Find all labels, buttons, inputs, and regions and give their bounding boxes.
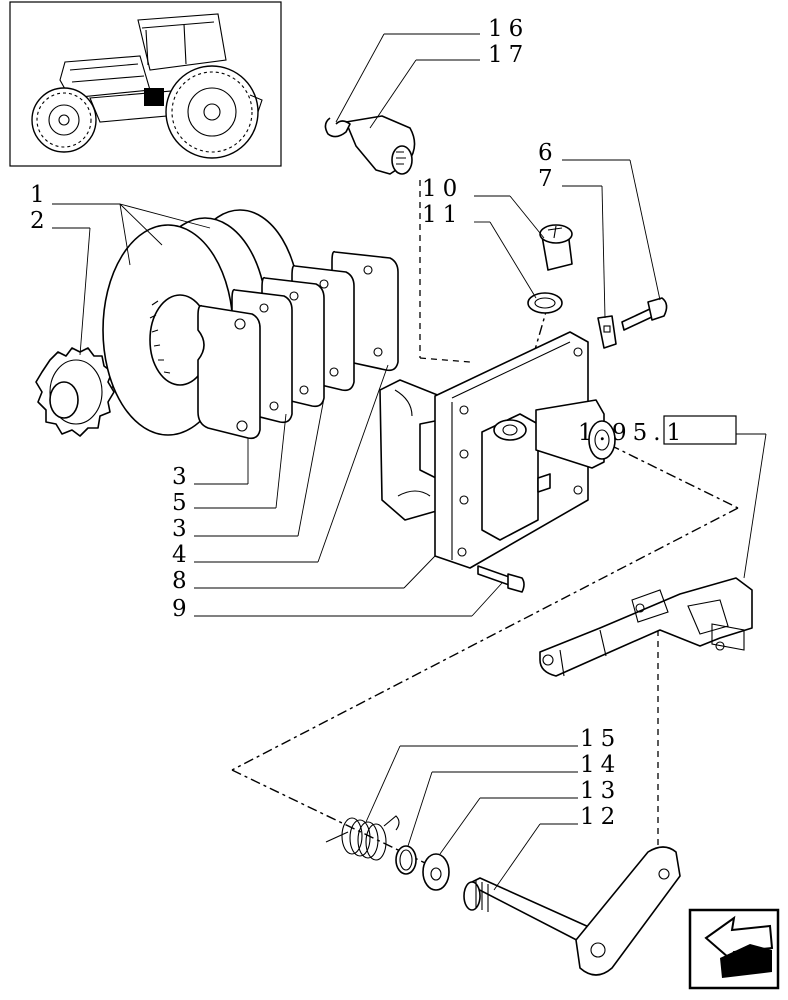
callout-11: 11 (422, 202, 463, 228)
callout-6: 6 (538, 140, 559, 166)
bolt-washer-part (597, 297, 668, 349)
callout-9: 9 (172, 596, 193, 622)
callout-8: 8 (172, 568, 193, 594)
tractor-thumbnail-icon[interactable] (9, 1, 282, 167)
callout-4: 4 (172, 542, 193, 568)
callout-14: 14 (580, 752, 621, 778)
callout-17: 17 (488, 42, 529, 68)
callout-12: 12 (580, 804, 621, 830)
plug-part (527, 224, 573, 314)
callout-3b: 3 (172, 516, 193, 542)
brake-plate-stack (197, 250, 399, 440)
leader-lines (52, 33, 767, 891)
spring-part (325, 815, 400, 861)
callout-3a: 3 (172, 464, 193, 490)
handbrake-lever-part (539, 577, 753, 677)
shaft-arm-part (463, 846, 681, 976)
callout-5: 5 (172, 490, 193, 516)
lever-part (324, 115, 416, 175)
callout-13: 13 (580, 778, 621, 804)
next-page-arrow-icon[interactable] (688, 908, 780, 990)
gear-part (35, 347, 115, 437)
callout-2: 2 (30, 208, 51, 234)
callout-16: 16 (488, 16, 529, 42)
callout-7: 7 (538, 166, 559, 192)
bolt-part (477, 565, 525, 593)
callout-10: 10 (422, 176, 463, 202)
ring-washer-part (395, 845, 450, 891)
callout-labels: 1 2 3 5 3 4 8 9 16 17 6 7 10 11 1.95.1 1… (30, 16, 737, 830)
callout-15: 15 (580, 726, 621, 752)
callout-1: 1 (30, 182, 51, 208)
callout-ref-1-95-1[interactable]: 1.95.1 (578, 420, 687, 446)
brake-housing-part (379, 331, 616, 569)
